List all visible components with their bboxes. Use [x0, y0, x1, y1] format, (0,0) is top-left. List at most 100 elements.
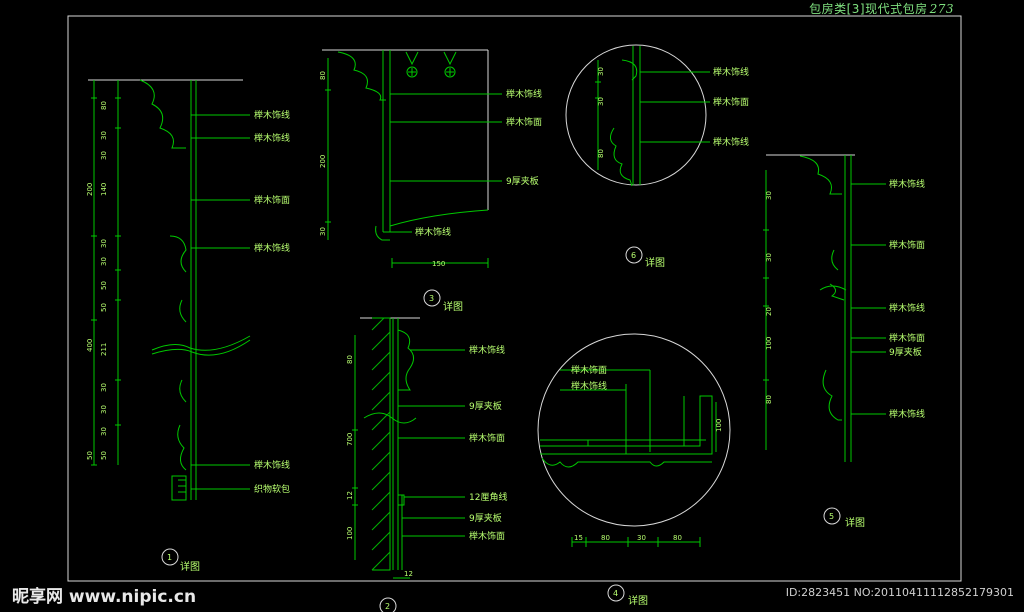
detail-5-title: 详图 — [845, 516, 865, 529]
detail-2-marker — [379, 597, 397, 612]
detail-6-dim-2: 80 — [597, 149, 605, 158]
drawing-title: 包房类[3]现代式包房 — [809, 2, 928, 16]
detail-3-label-2: 9厚夹板 — [506, 175, 539, 187]
detail-1-dim-4: 140 — [100, 183, 108, 196]
detail-1-dim-8: 50 — [100, 303, 108, 312]
page-number: 273 — [929, 2, 954, 16]
detail-2-number: 2 — [385, 602, 390, 611]
detail-1-dim-1: 30 — [100, 131, 108, 140]
detail-1-dim-15: 50 — [100, 451, 108, 460]
detail-5-label-5: 榉木饰线 — [889, 408, 925, 420]
detail-1-dim-3: 200 — [86, 183, 94, 196]
detail-4-circle — [537, 333, 731, 527]
detail-3-label-3: 榉木饰线 — [415, 226, 451, 238]
detail-1-dim-13: 30 — [100, 427, 108, 436]
detail-3-dim-1: 200 — [319, 155, 327, 168]
detail-2-label-5: 榉木饰面 — [469, 530, 505, 542]
detail-1-texts: 榉木饰线 榉木饰线 榉木饰面 榉木饰线 榉木饰线 织物软包 1 详图 — [167, 109, 290, 573]
detail-2-dim-2: 12 — [346, 491, 354, 500]
detail-4-label-1: 榉木饰线 — [571, 380, 607, 392]
detail-6-dim-1: 30 — [597, 97, 605, 106]
detail-1-dim-6: 30 — [100, 257, 108, 266]
detail-6 — [565, 44, 710, 264]
detail-3 — [322, 49, 502, 307]
detail-1-dim-12: 30 — [100, 405, 108, 414]
detail-4-texts: 榉木饰面 榉木饰线 100 15 80 30 80 4 详图 — [571, 364, 723, 607]
detail-1-label-3: 榉木饰线 — [254, 242, 290, 254]
detail-2-bottom-dim: 12 — [404, 570, 413, 578]
detail-5-label-3: 榉木饰面 — [889, 332, 925, 344]
detail-3-label-1: 榉木饰面 — [506, 116, 542, 128]
detail-6-label-2: 榉木饰线 — [713, 136, 749, 148]
detail-2-dim-3: 100 — [346, 527, 354, 540]
detail-2-label-4: 9厚夹板 — [469, 512, 502, 524]
watermark-id: ID:2823451 NO:20110411112852179301 — [785, 586, 1014, 599]
detail-5-number: 5 — [829, 512, 834, 521]
detail-5 — [763, 154, 886, 525]
detail-5-label-4: 9厚夹板 — [889, 346, 922, 358]
detail-2-texts: 榉木饰线 9厚夹板 榉木饰面 12厘角线 9厚夹板 榉木饰面 80 700 12… — [346, 344, 507, 611]
detail-5-marker — [823, 507, 841, 525]
detail-6-marker — [625, 246, 643, 264]
detail-2-dim-1: 700 — [346, 433, 354, 446]
detail-6-title: 详图 — [645, 256, 665, 269]
detail-4-number: 4 — [613, 589, 618, 598]
detail-5-label-0: 榉木饰线 — [889, 178, 925, 190]
drawing-frame — [67, 15, 962, 582]
detail-1-dim-5: 30 — [100, 239, 108, 248]
detail-4-title: 详图 — [628, 594, 648, 607]
detail-5-dim-1: 30 — [765, 253, 773, 262]
detail-1-label-0: 榉木饰线 — [254, 109, 290, 121]
detail-1-dim-10: 211 — [100, 343, 108, 356]
detail-1-label-1: 榉木饰线 — [254, 132, 290, 144]
detail-6-circle — [565, 44, 707, 186]
detail-5-dim-4: 80 — [765, 395, 773, 404]
detail-5-texts: 榉木饰线 榉木饰面 榉木饰线 榉木饰面 9厚夹板 榉木饰线 30 30 20 1… — [765, 178, 925, 529]
detail-1-marker — [161, 548, 179, 566]
detail-1-label-2: 榉木饰面 — [254, 194, 290, 206]
detail-6-label-1: 榉木饰面 — [713, 96, 749, 108]
watermark-site: 昵享网 www.nipic.cn — [12, 587, 197, 607]
detail-2-dim-0: 80 — [346, 355, 354, 364]
detail-4-bottom-dim-0: 15 — [574, 534, 583, 542]
detail-2-label-2: 榉木饰面 — [469, 432, 505, 444]
detail-3-bottom-dim: 150 — [432, 260, 445, 268]
detail-5-dim-3: 100 — [765, 337, 773, 350]
detail-4-marker — [607, 584, 625, 602]
detail-5-label-1: 榉木饰面 — [889, 239, 925, 251]
detail-4-dim-0: 100 — [715, 419, 723, 432]
detail-3-marker — [423, 289, 441, 307]
detail-4-bottom-dim-1: 80 — [601, 534, 610, 542]
detail-6-number: 6 — [631, 251, 636, 260]
detail-3-number: 3 — [429, 294, 434, 303]
detail-1-dim-9: 400 — [86, 339, 94, 352]
detail-1-number: 1 — [167, 553, 172, 562]
detail-1-dim-7: 50 — [100, 281, 108, 290]
detail-1-dim-11: 30 — [100, 383, 108, 392]
detail-6-texts: 榉木饰线 榉木饰面 榉木饰线 30 30 80 6 详图 — [597, 66, 749, 269]
detail-5-dim-0: 30 — [765, 191, 773, 200]
detail-2-label-3: 12厘角线 — [469, 491, 507, 503]
detail-3-title: 详图 — [443, 300, 463, 313]
detail-5-label-2: 榉木饰线 — [889, 302, 925, 314]
detail-6-dim-0: 30 — [597, 67, 605, 76]
detail-2-label-1: 9厚夹板 — [469, 400, 502, 412]
detail-6-label-0: 榉木饰线 — [713, 66, 749, 78]
detail-4-label-0: 榉木饰面 — [571, 364, 607, 376]
detail-3-texts: 榉木饰线 榉木饰面 9厚夹板 榉木饰线 80 200 30 150 3 详图 — [319, 71, 542, 313]
detail-1-label-5: 织物软包 — [254, 483, 290, 495]
detail-1-dim-0: 80 — [100, 101, 108, 110]
detail-1 — [88, 79, 251, 566]
detail-3-dim-0: 80 — [319, 71, 327, 80]
detail-1-title: 详图 — [180, 560, 200, 573]
detail-3-label-0: 榉木饰线 — [506, 88, 542, 100]
detail-4-bottom-dim-3: 80 — [673, 534, 682, 542]
detail-4 — [537, 333, 731, 602]
detail-2-label-0: 榉木饰线 — [469, 344, 505, 356]
detail-1-dim-14: 50 — [86, 451, 94, 460]
detail-4-bottom-dim-2: 30 — [637, 534, 646, 542]
detail-1-dim-2: 30 — [100, 151, 108, 160]
detail-3-dim-2: 30 — [319, 227, 327, 236]
